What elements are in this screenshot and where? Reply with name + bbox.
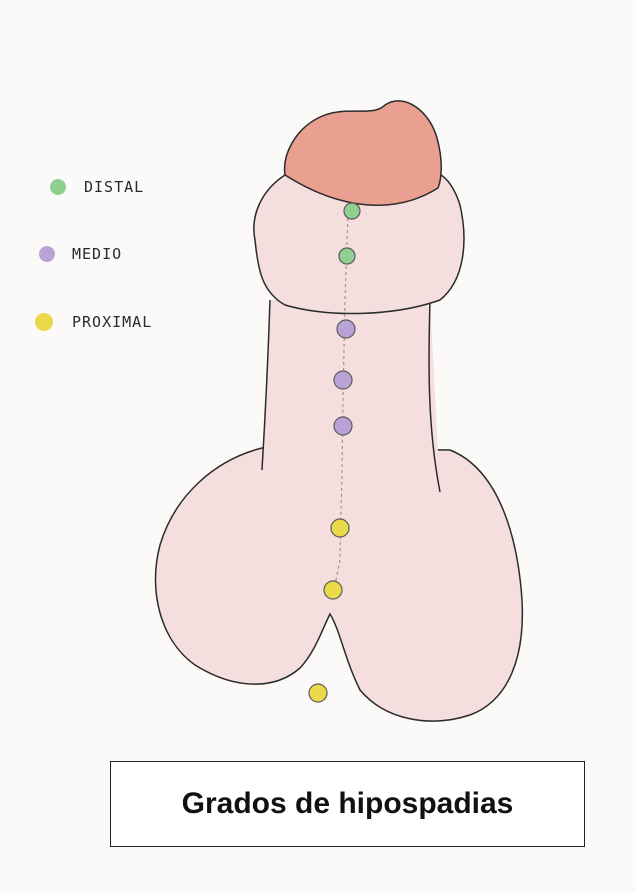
legend-item-proximal: PROXIMAL xyxy=(72,313,152,331)
legend-item-medio: MEDIO xyxy=(72,245,122,263)
marker-distal xyxy=(344,203,360,219)
legend-item-distal: DISTAL xyxy=(84,178,144,196)
legend-dot-medio xyxy=(39,246,55,262)
diagram-title: Grados de hipospadias xyxy=(182,787,514,821)
legend-label-medio: MEDIO xyxy=(72,245,122,263)
marker-proximal xyxy=(309,684,327,702)
marker-distal xyxy=(339,248,355,264)
marker-medio xyxy=(334,417,352,435)
marker-proximal xyxy=(324,581,342,599)
legend-dot-proximal xyxy=(35,313,53,331)
marker-medio xyxy=(334,371,352,389)
title-box: Grados de hipospadias xyxy=(110,761,585,847)
legend-label-proximal: PROXIMAL xyxy=(72,313,152,331)
legend-dot-distal xyxy=(50,179,66,195)
legend-label-distal: DISTAL xyxy=(84,178,144,196)
marker-medio xyxy=(337,320,355,338)
marker-proximal xyxy=(331,519,349,537)
